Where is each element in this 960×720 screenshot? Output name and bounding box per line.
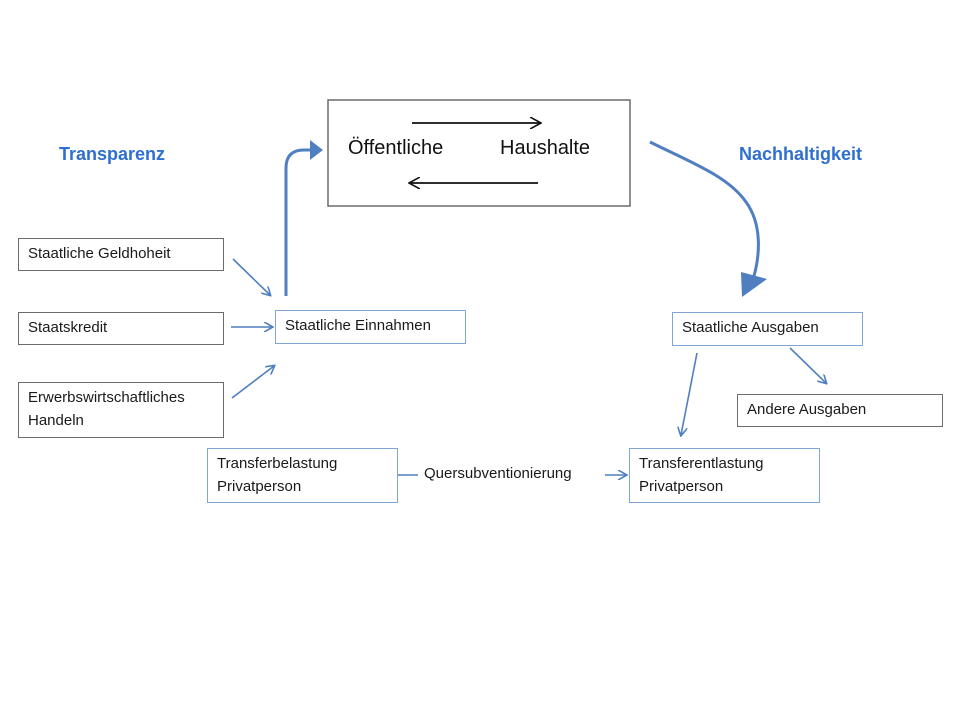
source-box-state-credit: Staatskredit: [18, 312, 224, 345]
revenue-label: Staatliche Einnahmen: [285, 317, 431, 334]
heading-sustainability: Nachhaltigkeit: [739, 144, 863, 164]
budget-to-expenditure-arrowhead: [741, 272, 767, 297]
budgets-label: Haushalte: [500, 137, 591, 159]
transfer-burden-label: Transferbelastung Privatperson: [217, 455, 338, 495]
revenue-box: Staatliche Einnahmen: [275, 310, 466, 344]
public-label: Öffentliche: [348, 137, 444, 159]
other-expenses-box: Andere Ausgaben: [737, 394, 943, 427]
revenue-to-budget-arrowhead: [310, 140, 323, 160]
other-expenses-label: Andere Ausgaben: [747, 401, 867, 418]
source-label: Erwerbswirtschaftliches Handeln: [28, 389, 185, 429]
expenditure-to-relief-arrow: [681, 352, 698, 435]
transfer-burden-box: Transferbelastung Privatperson: [207, 448, 398, 503]
source-label: Staatliche Geldhoheit: [28, 245, 171, 262]
geldhoheit-arrow: [232, 258, 270, 295]
public-budgets-box: [327, 99, 631, 207]
transfer-relief-label: Transferentlastung Privatperson: [639, 455, 764, 495]
source-box-commercial-activity: Erwerbswirtschaftliches Handeln: [18, 382, 224, 438]
expenditure-box: Staatliche Ausgaben: [672, 312, 863, 346]
heading-transparency: Transparenz: [59, 144, 166, 164]
transfer-relief-box: Transferentlastung Privatperson: [629, 448, 820, 503]
expenditure-label: Staatliche Ausgaben: [682, 319, 819, 336]
revenue-to-budget-arrow: [284, 148, 312, 296]
expenditure-to-other-arrow: [789, 347, 826, 383]
source-box-money-sovereignty: Staatliche Geldhoheit: [18, 238, 224, 271]
budget-to-expenditure-arrow: [649, 140, 760, 277]
cross-subsidy-label: Quersubventionierung: [424, 465, 572, 482]
source-label: Staatskredit: [28, 319, 108, 336]
erwerb-arrow: [231, 366, 274, 399]
